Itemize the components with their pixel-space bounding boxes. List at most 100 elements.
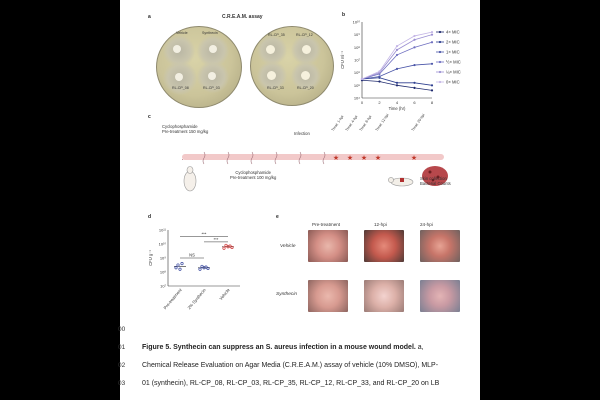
data-point [395, 53, 399, 57]
plate1-label-3: RL-CP_08 [172, 86, 189, 90]
data-point [395, 48, 399, 51]
panel-a-letter: a [148, 14, 151, 20]
annotation-ns: NS [189, 253, 195, 258]
timeline-break [298, 151, 302, 165]
data-point [413, 86, 416, 89]
legend-label: 1× MIC [446, 50, 460, 55]
y-tick-label: 10⁸ [160, 270, 166, 275]
panel-b-letter: b [342, 12, 346, 18]
treatment-star-icon: ★ [333, 154, 339, 162]
scatter-point [180, 262, 184, 266]
scatter-point [200, 264, 204, 268]
legend-label: 2× MIC [446, 40, 460, 45]
plate2-label-1: RL-CP_35 [268, 33, 285, 37]
scatter-point [222, 246, 226, 250]
timeline-break [226, 151, 230, 165]
scatter-point [230, 245, 234, 250]
legend-marker [438, 70, 442, 74]
legend-label: ¼× MIC [446, 70, 461, 75]
category-label: Vehicle [218, 287, 231, 301]
plate1-label-2: Synthecin [202, 31, 218, 35]
line-number-01: 01 [118, 344, 126, 351]
x-tick-label: 8 [431, 100, 434, 105]
y-tick-label: 10⁷ [354, 58, 360, 63]
photo-vehicle-12h [364, 230, 404, 262]
x-tick-label: 2 [378, 100, 381, 105]
annotation-synthecin-vehicle: *** [214, 237, 219, 242]
line-number-00: 00 [118, 326, 126, 333]
timeline-diagram: ★★★★★ [182, 151, 448, 192]
legend-label: 0× MIC [446, 80, 460, 85]
y-tick-label: 10⁹ [160, 256, 166, 261]
y-tick-label: 10⁴ [354, 96, 360, 101]
timeline-break [202, 151, 206, 165]
y-tick-label: 10¹⁰ [159, 242, 167, 247]
scatter-point [206, 266, 210, 271]
pretreat-150-label: Cyclophosphamide Pre-treatment 150 mg/kg [162, 124, 209, 134]
y-axis-label: CFU g⁻¹ [148, 250, 153, 266]
timeline-break [322, 151, 326, 165]
skin-collection-label: Skin collection Bacterial Counts [420, 176, 451, 186]
data-point [395, 84, 399, 87]
treatment-star-icon: ★ [411, 154, 417, 162]
y-axis-label: CFU ml⁻¹ [340, 51, 345, 69]
panel-d-letter: d [148, 214, 152, 220]
data-point [378, 80, 381, 83]
y-tick-label: 10¹¹ [159, 228, 167, 233]
infection-label: Infection [294, 131, 310, 136]
data-point [360, 77, 364, 81]
row-vehicle: Vehicle [280, 244, 296, 249]
line-number-02: 02 [118, 362, 126, 369]
plate2-label-2: RL-CP_12 [296, 33, 313, 37]
category-label: Pre-treatment [162, 287, 183, 310]
agar-plate-2 [250, 26, 334, 106]
data-point [413, 34, 416, 38]
panel-c-letter: c [148, 114, 151, 120]
treatment-star-icon: ★ [375, 154, 381, 162]
scatter-point [228, 244, 232, 248]
x-tick-label: 0 [361, 100, 364, 105]
data-point [413, 46, 416, 49]
treatment-star-icon: ★ [361, 154, 367, 162]
data-point [430, 84, 434, 87]
line-number-03: 03 [118, 380, 126, 387]
data-point [413, 38, 416, 41]
data-point [395, 44, 399, 48]
y-tick-label: 10⁸ [354, 45, 360, 50]
scatter-point [224, 243, 228, 247]
caption-title: Figure 5. Synthecin can suppress an S. a… [142, 344, 416, 351]
data-point [430, 33, 434, 36]
data-point [413, 81, 416, 84]
caption-line-3: 01 (synthecin), RL-CP_08, RL-CP_03, RL-C… [142, 380, 440, 387]
series-line [361, 34, 433, 80]
cream-assay-title: C.R.E.A.M. assay [222, 14, 263, 20]
scatter-point [198, 267, 202, 271]
caption-title-suffix: a, [415, 344, 424, 351]
caption-line-2: Chemical Release Evaluation on Agar Medi… [142, 362, 439, 369]
series-line [361, 77, 433, 86]
y-tick-label: 10¹⁰ [353, 20, 361, 25]
scatter-point [204, 265, 208, 269]
scatter-point [178, 267, 182, 271]
y-tick-label: 10⁹ [354, 32, 360, 37]
y-tick-label: 10⁵ [354, 83, 360, 88]
category-label: 2% Synthecin [186, 287, 207, 310]
data-point [378, 75, 381, 78]
photo-vehicle-24h [420, 230, 460, 262]
timeline-break [250, 151, 254, 165]
data-point [378, 70, 381, 73]
photo-synthecin-12h [364, 280, 404, 312]
row-synthecin: Synthecin [276, 292, 298, 297]
data-point [395, 81, 399, 84]
y-tick-label: 10⁶ [354, 70, 360, 75]
col-12-hpi: 12-hpi [374, 222, 387, 227]
scatter-point [176, 263, 180, 267]
data-point [430, 89, 434, 92]
timeline-break [274, 151, 278, 165]
legend-marker [438, 60, 442, 64]
x-tick-label: 4 [396, 100, 399, 105]
data-point [430, 62, 434, 65]
panel-e-letter: e [276, 214, 279, 220]
